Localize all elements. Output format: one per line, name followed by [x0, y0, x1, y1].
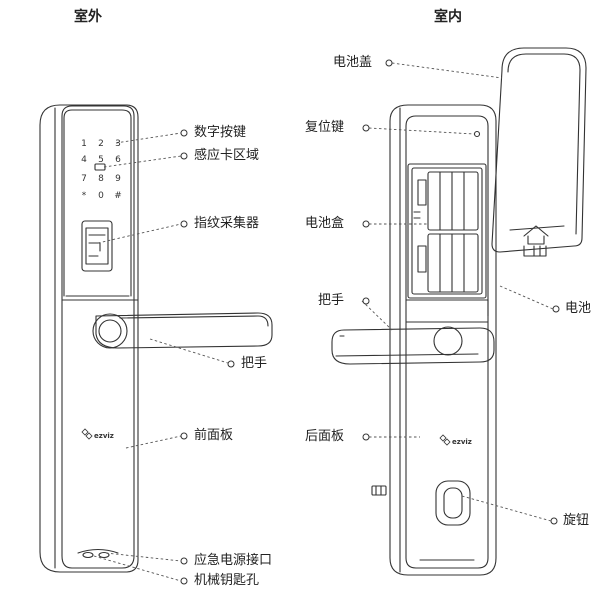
key-4: 4 — [81, 155, 87, 165]
key-7: 7 — [81, 174, 87, 184]
dot-battery-cover — [385, 59, 393, 67]
reset-key-drawing — [473, 130, 481, 138]
label-fingerprint: 指纹采集器 — [194, 216, 260, 231]
dot-front-panel — [180, 432, 188, 440]
label-emergency-port: 应急电源接口 — [194, 553, 273, 568]
indoor-header: 室内 — [434, 9, 462, 25]
dot-emergency-port — [180, 557, 188, 565]
outdoor-header: 室外 — [74, 9, 102, 25]
indoor-brand-logo: ezviz — [439, 434, 472, 446]
outdoor-brand-logo: ezviz — [81, 428, 114, 440]
key-1: 1 — [81, 139, 87, 149]
dot-outdoor-handle — [227, 360, 235, 368]
leader-reset-key — [368, 127, 475, 135]
indoor-brand-text: ezviz — [452, 438, 472, 446]
outdoor-keypad-panel — [63, 109, 132, 297]
outdoor-handle-rosette — [92, 313, 128, 349]
label-battery: 电池 — [565, 301, 592, 316]
outdoor-bottom-port — [77, 548, 119, 554]
key-9: 9 — [115, 174, 121, 184]
key-star: * — [82, 191, 87, 201]
battery-box-drawing — [413, 171, 479, 293]
indoor-body-outline — [389, 104, 497, 576]
leader-key-hole — [93, 555, 182, 582]
leader-outdoor-handle — [149, 338, 229, 364]
key-8: 8 — [98, 174, 104, 184]
outdoor-body-outline — [39, 104, 139, 573]
outdoor-front-panel — [61, 105, 135, 569]
label-reset-key: 复位键 — [305, 120, 345, 135]
dot-key-hole — [180, 577, 188, 585]
label-card-area: 感应卡区域 — [194, 148, 260, 163]
dot-fingerprint — [180, 220, 188, 228]
label-knob: 旋钮 — [563, 513, 590, 528]
side-latch — [371, 485, 387, 496]
key-0: 0 — [98, 191, 104, 201]
dot-rear-panel — [362, 433, 370, 441]
dot-indoor-handle — [362, 297, 370, 305]
label-rear-panel: 后面板 — [305, 429, 345, 444]
leader-battery-cover — [391, 62, 503, 79]
indoor-rear-panel — [405, 115, 489, 569]
outdoor-keypad: 1 2 3 4 5 6 7 8 9 * 0 # — [81, 139, 122, 201]
leader-front-panel — [125, 435, 182, 449]
key-6: 6 — [115, 155, 121, 165]
dot-knob — [550, 517, 558, 525]
indoor-lock-drawing — [331, 104, 497, 576]
outdoor-brand-text: ezviz — [94, 432, 114, 440]
dot-digit-keys — [180, 129, 188, 137]
label-indoor-handle: 把手 — [318, 293, 345, 308]
key-hash: # — [114, 191, 122, 201]
label-digit-keys: 数字按键 — [194, 125, 247, 140]
battery-cover-drawing — [491, 47, 587, 257]
outdoor-lock-drawing — [39, 104, 273, 573]
indoor-handle-lever — [331, 327, 495, 365]
leader-indoor-handle — [361, 300, 393, 331]
leader-knob — [461, 495, 552, 522]
dot-reset-key — [362, 124, 370, 132]
dot-card-area — [180, 152, 188, 160]
leader-battery — [499, 285, 554, 310]
label-front-panel: 前面板 — [194, 428, 234, 443]
dot-battery-box — [362, 220, 370, 228]
label-battery-box: 电池盒 — [305, 216, 345, 231]
indoor-handle-rosette — [433, 326, 463, 356]
outdoor-handle-lever — [95, 312, 273, 349]
battery-compartment — [407, 163, 487, 299]
label-key-hole: 机械钥匙孔 — [194, 573, 260, 588]
leader-digit-keys — [115, 132, 182, 144]
fingerprint-module — [81, 220, 113, 272]
key-5: 5 — [98, 155, 104, 165]
thumb-turn-knob — [435, 480, 471, 526]
key-3: 3 — [115, 139, 121, 149]
label-outdoor-handle: 把手 — [241, 356, 268, 371]
key-2: 2 — [98, 139, 104, 149]
leader-emergency-port — [105, 552, 182, 562]
label-battery-cover: 电池盖 — [333, 55, 373, 70]
dot-battery — [552, 305, 560, 313]
leader-fingerprint — [97, 223, 182, 244]
